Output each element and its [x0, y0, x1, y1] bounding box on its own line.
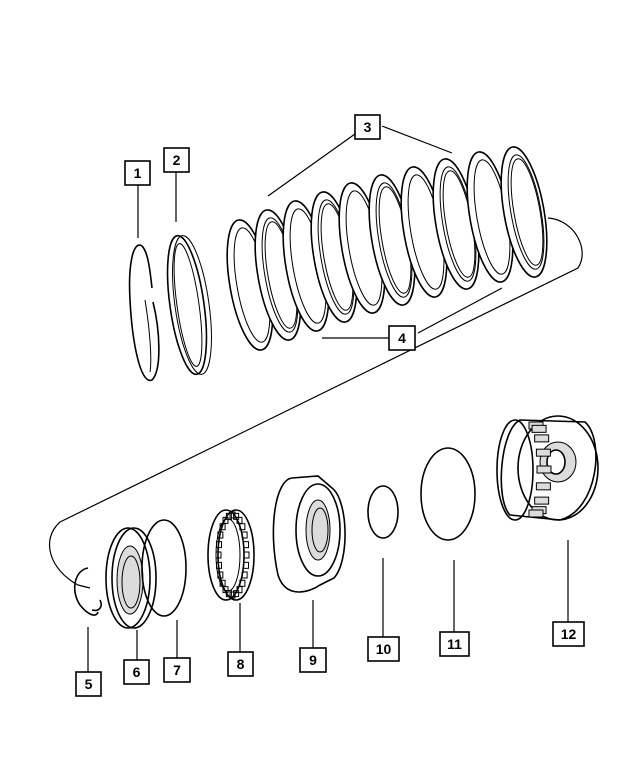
spring-tooth: [225, 512, 232, 520]
clutch-plate-stack: [226, 144, 555, 351]
callout-11: 11: [439, 631, 470, 657]
part-1-snap-ring[interactable]: [128, 244, 160, 381]
spring-tooth: [225, 590, 232, 598]
spring-tooth: [236, 586, 243, 594]
spring-tooth: [229, 511, 236, 519]
callout-6: 6: [123, 659, 150, 685]
callout-8-label: 8: [237, 656, 245, 672]
spring-tooth: [215, 541, 222, 549]
callout-4-label: 4: [398, 330, 406, 346]
spring-tooth: [217, 531, 224, 539]
callout-3: 3: [354, 114, 381, 140]
assembly-envelope: [49, 217, 583, 589]
drum-slot: [528, 509, 544, 518]
callout-10-label: 10: [376, 641, 392, 657]
callout-12: 12: [552, 621, 585, 647]
callout-1-label: 1: [134, 165, 142, 181]
callout-5: 5: [75, 671, 102, 697]
part-10-o-ring[interactable]: [367, 485, 399, 539]
drum-slot: [536, 465, 552, 474]
spring-tooth: [229, 591, 236, 599]
drum-slot: [531, 424, 547, 433]
callout-12-label: 12: [561, 626, 577, 642]
spring-tooth: [243, 541, 250, 549]
part-9-housing[interactable]: [272, 475, 346, 593]
callout-11-label: 11: [447, 636, 462, 652]
callout-8: 8: [227, 651, 254, 677]
part-6-piston[interactable]: [105, 527, 157, 629]
callout-4: 4: [388, 325, 416, 351]
part-2-reaction-plate[interactable]: [160, 233, 218, 376]
spring-tooth: [243, 561, 250, 569]
spring-tooth: [219, 579, 226, 587]
spring-tooth: [215, 561, 222, 569]
drum-slot: [535, 482, 551, 491]
callout-9-label: 9: [309, 652, 317, 668]
callout-10: 10: [367, 636, 400, 662]
callout-1: 1: [124, 160, 151, 186]
spring-tooth: [243, 551, 250, 559]
part-12-clutch-drum[interactable]: [496, 415, 599, 521]
clutch-plate-10[interactable]: [493, 144, 555, 281]
spring-tooth: [222, 516, 229, 524]
callout-6-label: 6: [133, 664, 141, 680]
drum-slot: [534, 496, 550, 505]
callout-2-label: 2: [173, 152, 181, 168]
spring-tooth: [241, 531, 248, 539]
leader-lines: [87, 125, 569, 672]
part-11-o-ring[interactable]: [420, 447, 476, 541]
spring-tooth: [215, 551, 222, 559]
callout-3-label: 3: [364, 119, 372, 135]
part-5-snap-ring[interactable]: [73, 567, 102, 616]
spring-tooth: [233, 512, 240, 520]
callout-7-label: 7: [173, 662, 181, 678]
spring-tooth: [241, 571, 248, 579]
spring-tooth: [217, 571, 224, 579]
part-8-spring-assembly[interactable]: [207, 509, 255, 601]
spring-tooth: [233, 590, 240, 598]
drum-slot: [534, 434, 550, 443]
drum-slot: [535, 448, 551, 457]
callout-7: 7: [163, 657, 191, 683]
callout-5-label: 5: [85, 676, 93, 692]
callout-2: 2: [163, 147, 190, 173]
part-7-seal[interactable]: [141, 519, 187, 617]
callout-9: 9: [299, 647, 327, 673]
spring-tooth: [239, 523, 246, 531]
